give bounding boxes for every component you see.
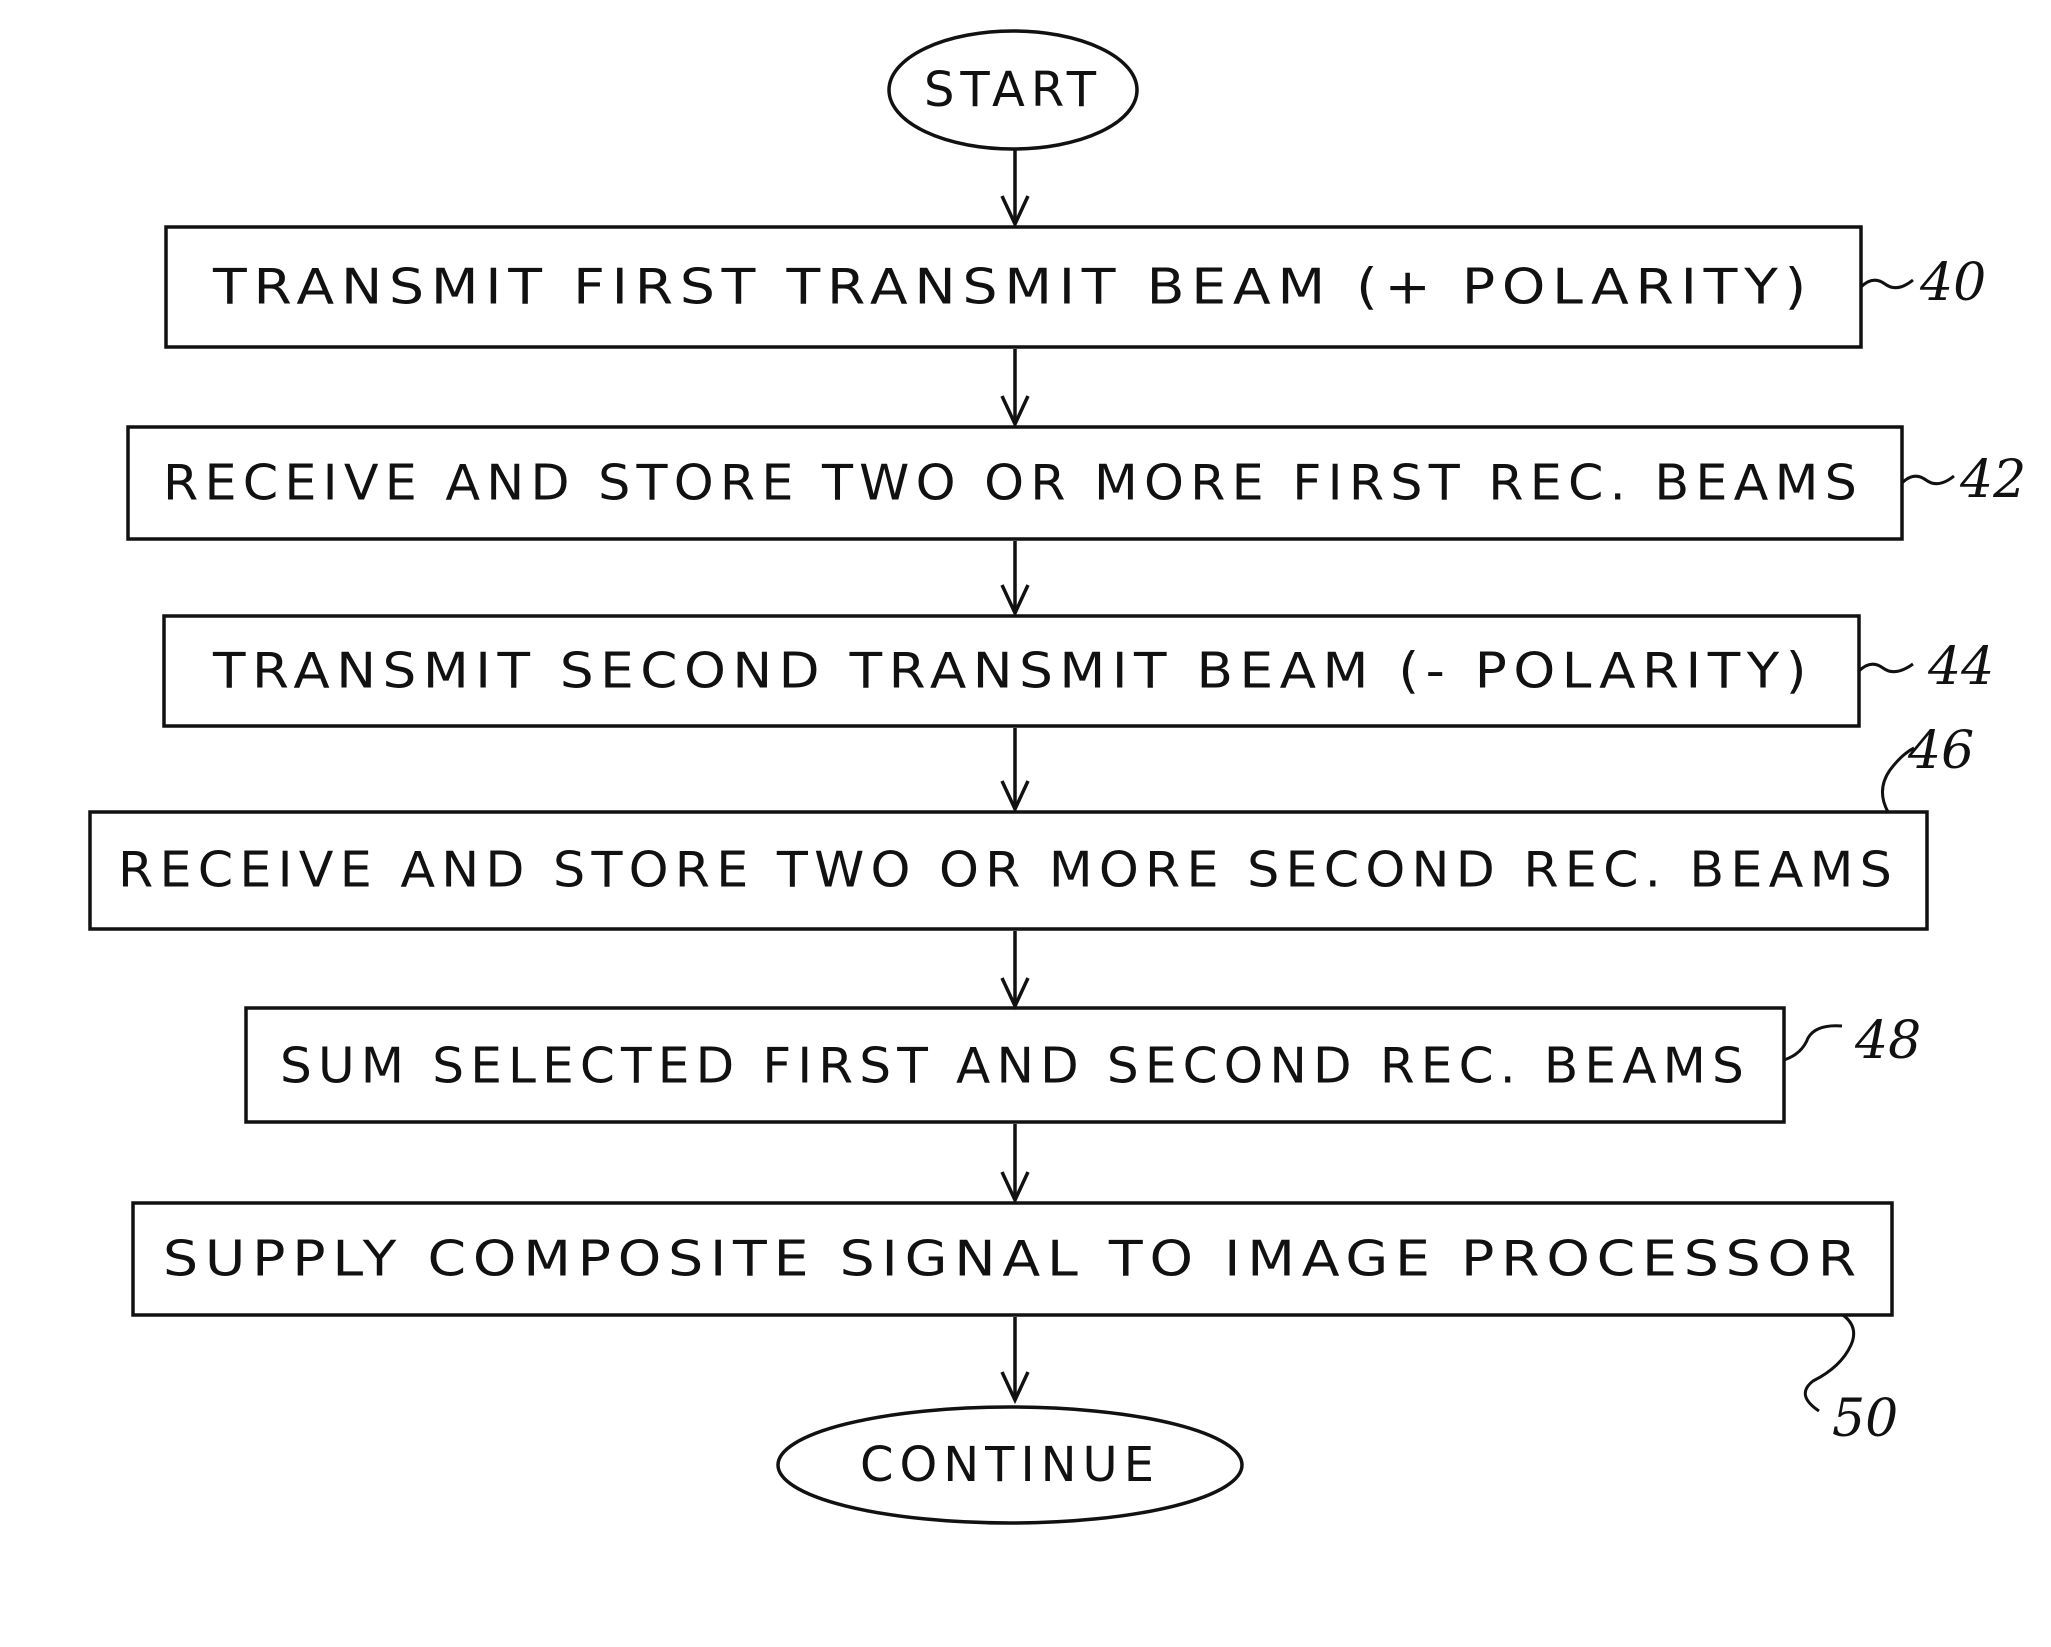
reference-leader [1861, 280, 1913, 288]
reference-leader [1859, 664, 1913, 672]
reference-numeral: 44 [1927, 637, 1994, 697]
reference-numeral: 40 [1919, 253, 1986, 313]
step-40: TRANSMIT FIRST TRANSMIT BEAM (+ POLARITY… [166, 227, 1986, 347]
reference-leader [1902, 476, 1954, 484]
step-label: TRANSMIT FIRST TRANSMIT BEAM (+ POLARITY… [212, 259, 1813, 316]
continue-label: CONTINUE [860, 1437, 1160, 1493]
step-label: SUM SELECTED FIRST AND SECOND REC. BEAMS [280, 1038, 1750, 1095]
reference-numeral: 48 [1854, 1011, 1921, 1071]
start-label: START [924, 62, 1102, 118]
step-label: RECEIVE AND STORE TWO OR MORE SECOND REC… [118, 842, 1898, 899]
step-label: TRANSMIT SECOND TRANSMIT BEAM (- POLARIT… [212, 643, 1813, 700]
step-42: RECEIVE AND STORE TWO OR MORE FIRST REC.… [128, 427, 2026, 539]
step-44: TRANSMIT SECOND TRANSMIT BEAM (- POLARIT… [164, 616, 1994, 726]
reference-leader [1784, 1026, 1842, 1060]
step-48: SUM SELECTED FIRST AND SECOND REC. BEAMS… [246, 1008, 1921, 1122]
connectors [1002, 150, 1028, 1400]
step-46: RECEIVE AND STORE TWO OR MORE SECOND REC… [90, 721, 1974, 929]
continue-terminal: CONTINUE [778, 1407, 1242, 1523]
step-label: SUPPLY COMPOSITE SIGNAL TO IMAGE PROCESS… [163, 1231, 1863, 1288]
reference-numeral: 46 [1907, 721, 1974, 781]
start-terminal: START [889, 31, 1137, 149]
step-label: RECEIVE AND STORE TWO OR MORE FIRST REC.… [163, 455, 1863, 512]
reference-numeral: 50 [1832, 1389, 1898, 1449]
reference-numeral: 42 [1959, 450, 2026, 510]
